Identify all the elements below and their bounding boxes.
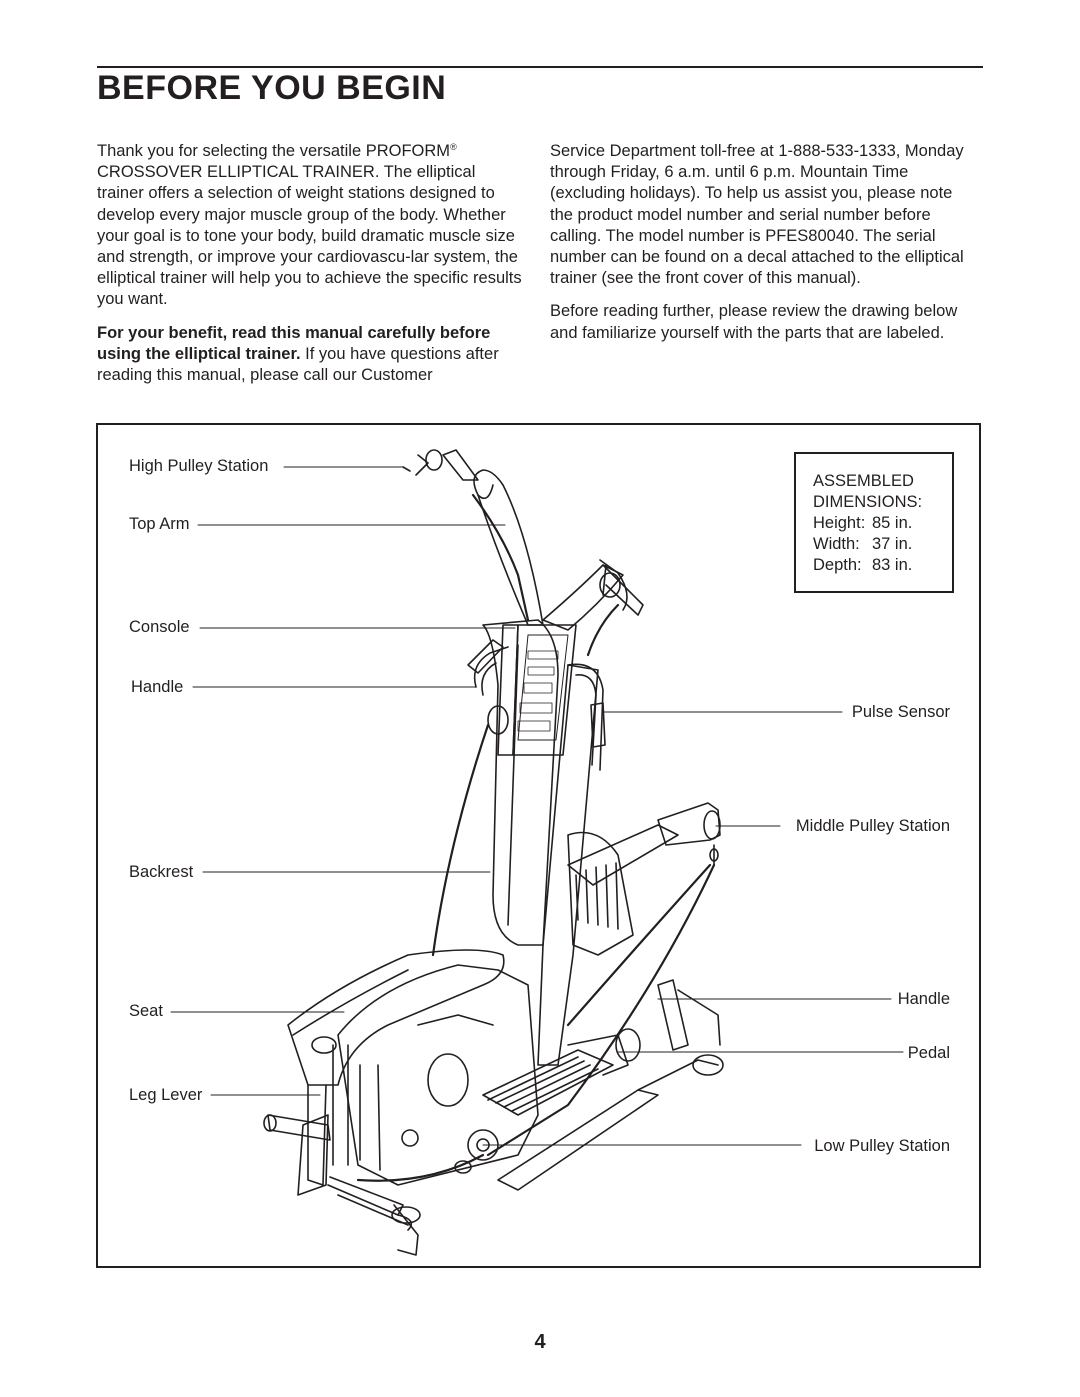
label-console: Console (129, 618, 190, 636)
title-rule (97, 66, 983, 68)
assembled-dimensions-box: ASSEMBLED DIMENSIONS: Height: 85 in. Wid… (794, 452, 954, 593)
dimension-row-width: Width: 37 in. (813, 534, 952, 555)
dimension-label: Depth: (813, 556, 862, 574)
pedal (482, 1028, 641, 1116)
flywheel-housing (337, 964, 539, 1186)
elliptical-trainer-illustration (170, 449, 904, 1256)
intro-text-a: Thank you for selecting the versatile PR… (97, 142, 451, 160)
middle-pulley-arm (567, 802, 721, 886)
dimensions-heading-1: ASSEMBLED (813, 472, 914, 490)
label-low-pulley-station: Low Pulley Station (814, 1137, 950, 1155)
dimension-label: Height: (813, 514, 866, 532)
page-title: BEFORE YOU BEGIN (97, 69, 447, 107)
read-manual-rest: If you have questions after reading this… (97, 344, 499, 385)
label-pulse-sensor: Pulse Sensor (851, 703, 950, 721)
dimension-row-height: Height: 85 in. (813, 513, 952, 534)
read-manual-bold: For your benefit, read this manual caref… (97, 323, 491, 363)
registered-mark: ® (450, 142, 457, 152)
low-pulley (401, 1129, 499, 1174)
leader-lines (170, 466, 904, 1146)
label-leg-lever: Leg Lever (129, 1086, 203, 1104)
left-column: Thank you for selecting the versatile PR… (97, 141, 525, 398)
seat-backrest (287, 619, 559, 1186)
label-backrest: Backrest (129, 863, 194, 881)
label-pedal: Pedal (907, 1044, 950, 1062)
intro-paragraph: Thank you for selecting the versatile PR… (97, 141, 525, 311)
label-top-arm: Top Arm (129, 515, 190, 533)
label-handle-right: Handle (897, 990, 950, 1008)
dimension-value: 83 in. (872, 556, 913, 574)
dimension-row-depth: Depth: 83 in. (813, 555, 952, 576)
parts-drawing: High Pulley Station Top Arm Console Hand… (96, 423, 981, 1268)
page-number: 4 (534, 1331, 546, 1353)
dimension-label: Width: (813, 535, 860, 553)
handlebars (467, 639, 606, 771)
intro-text-b: CROSSOVER ELLIPTICAL TRAINER. The ellipt… (97, 163, 522, 309)
dimension-value: 37 in. (872, 535, 913, 553)
dimension-value: 85 in. (872, 514, 913, 532)
right-column: Service Department toll-free at 1-888-53… (550, 141, 978, 356)
service-paragraph: Service Department toll-free at 1-888-53… (550, 142, 964, 288)
read-manual-paragraph: For your benefit, read this manual caref… (97, 323, 525, 387)
label-high-pulley-station: High Pulley Station (129, 457, 269, 475)
review-paragraph: Before reading further, please review th… (550, 302, 958, 342)
right-arm (542, 559, 644, 631)
label-handle-left: Handle (131, 678, 184, 696)
dimensions-heading-2: DIMENSIONS: (813, 493, 923, 511)
rear-housing (567, 831, 634, 956)
cables (356, 493, 716, 1182)
base-frame (263, 979, 724, 1256)
top-arm (402, 449, 544, 626)
label-seat: Seat (129, 1002, 163, 1020)
label-middle-pulley-station: Middle Pulley Station (795, 817, 950, 835)
